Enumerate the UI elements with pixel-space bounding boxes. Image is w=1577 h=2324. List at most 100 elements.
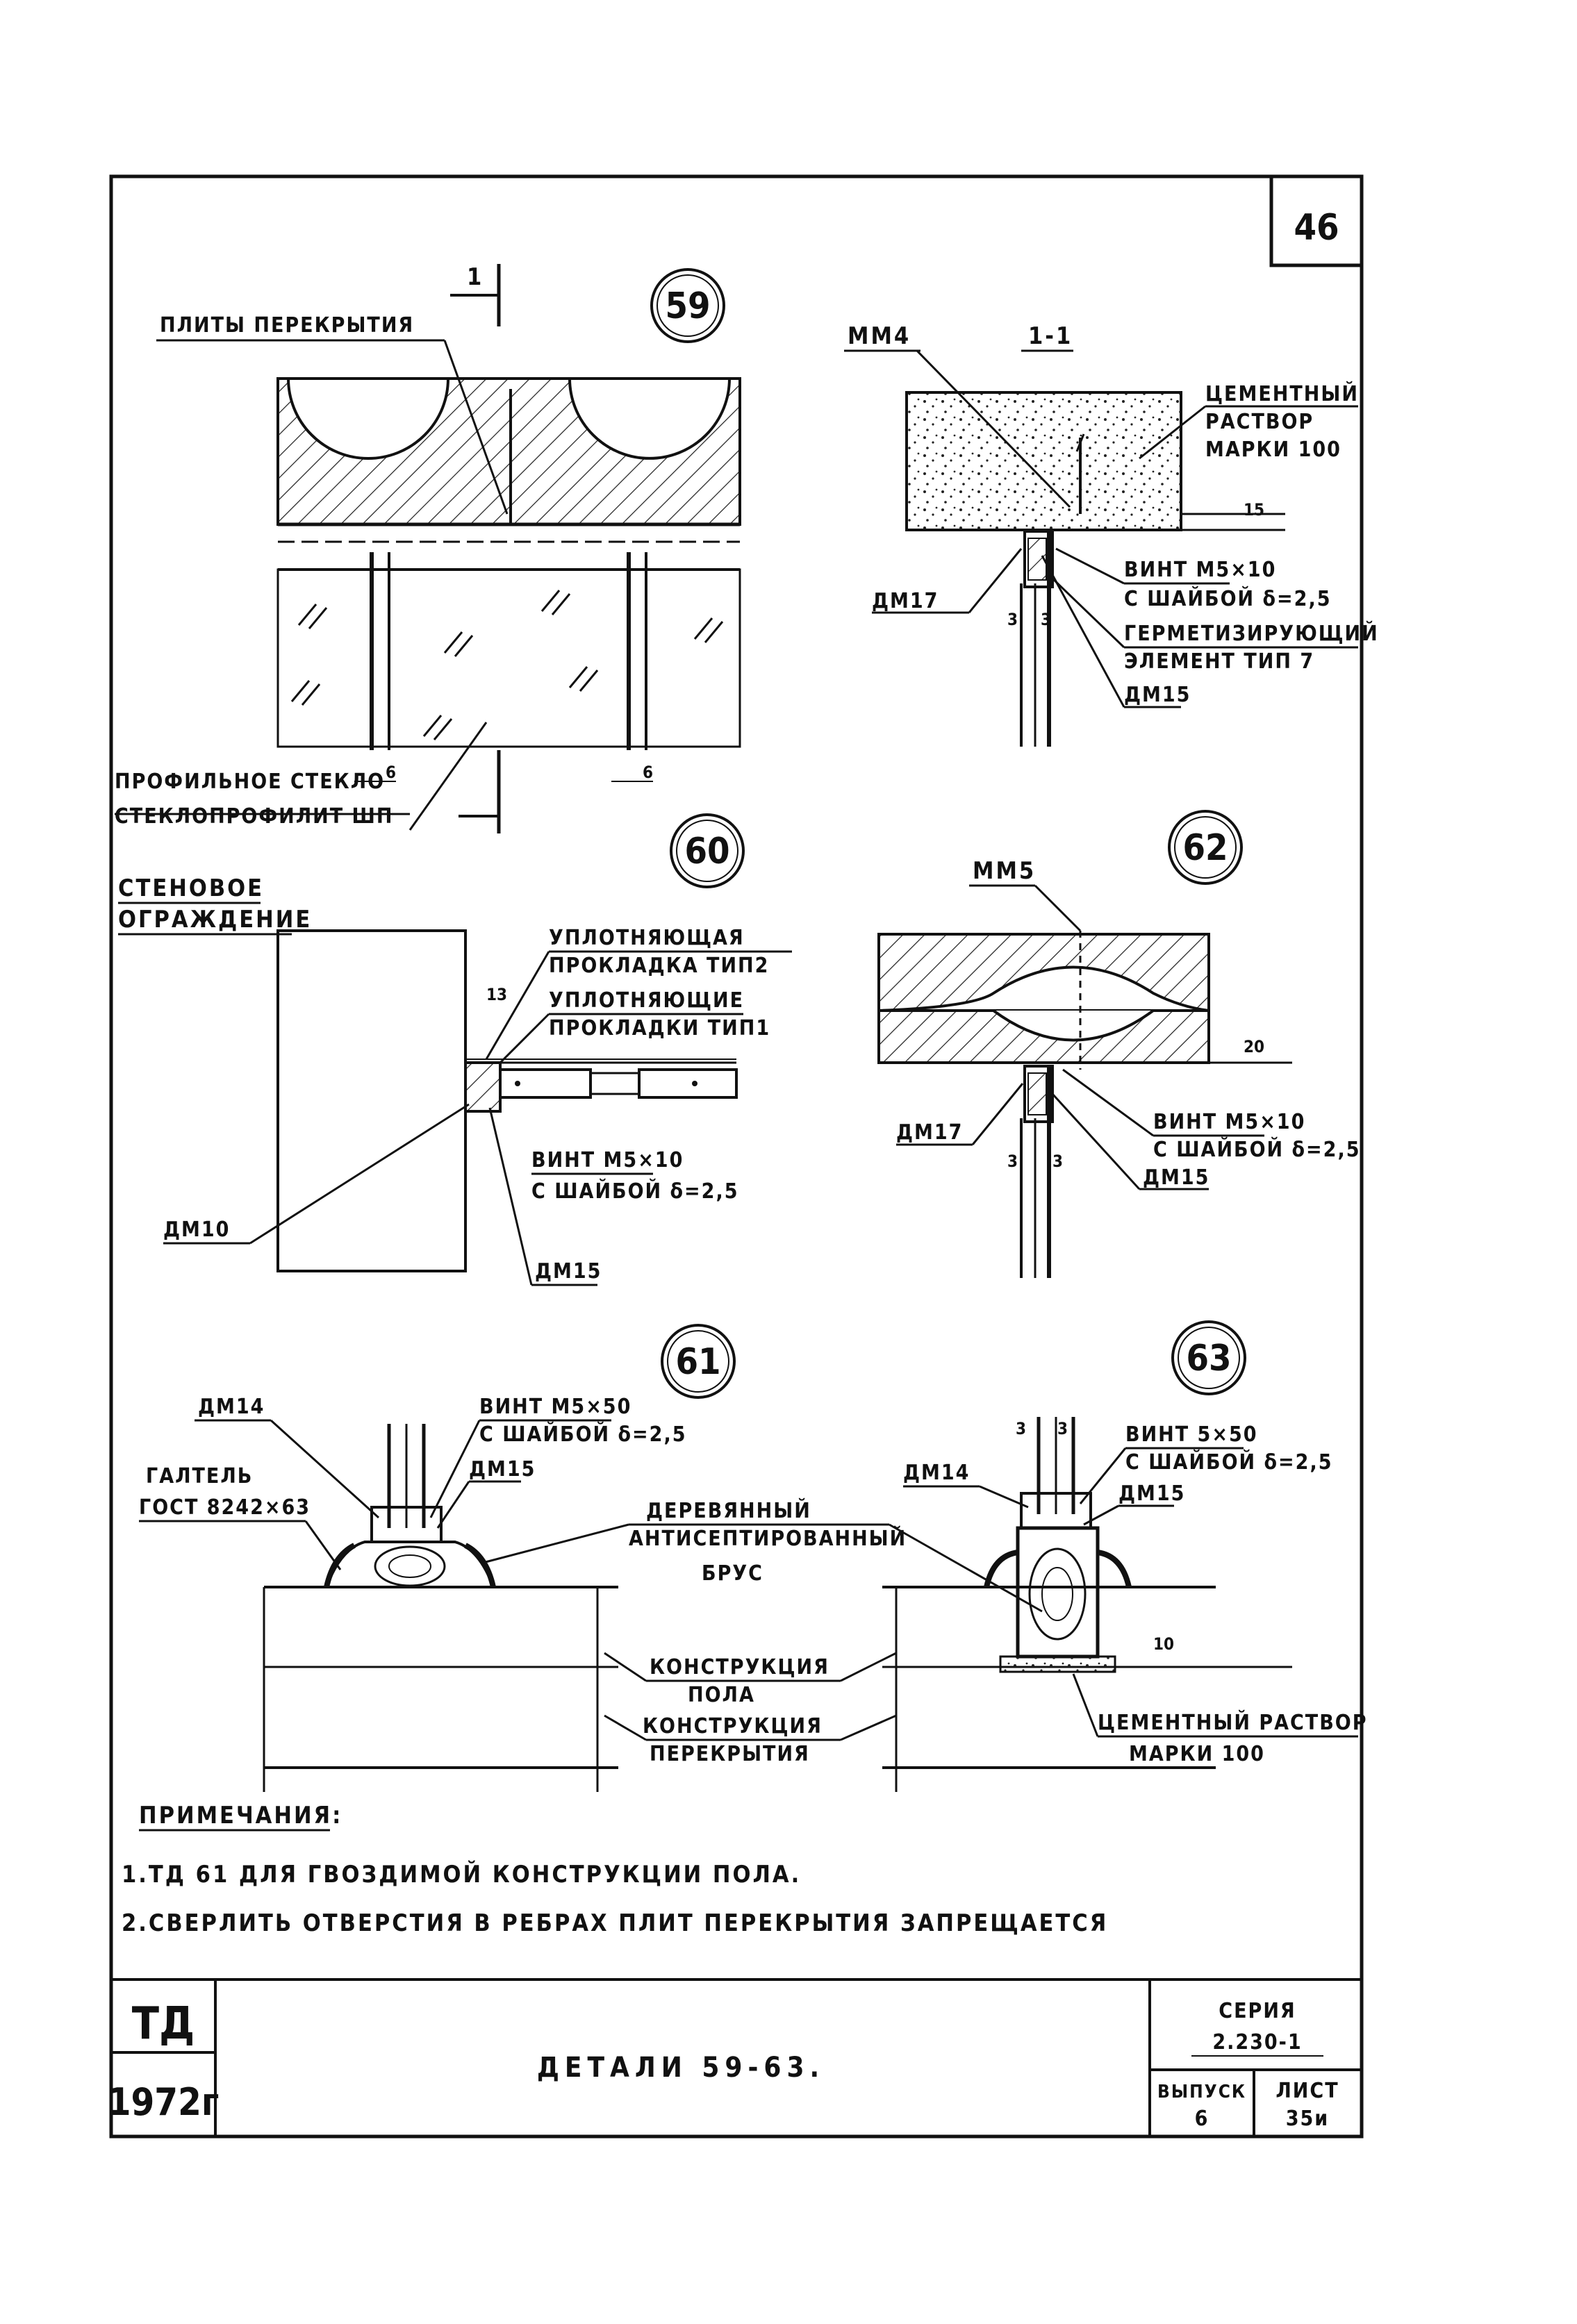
label-seal-1: ГЕРМЕТИЗИРУЮЩИЙ <box>1124 621 1379 646</box>
dim-63-b: 3 <box>1057 1419 1068 1438</box>
detail-59-number: 59 <box>665 285 710 327</box>
detail-62: 62 ММ5 20 ДМ17 3 3 ВИНТ М5×10 С ШАЙБОЙ δ… <box>877 810 1360 1278</box>
sheet-label: ЛИСТ <box>1275 2079 1339 2103</box>
detail-60: 60 СТЕНОВОЕ ОГРАЖДЕНИЕ УПЛОТНЯЮЩАЯ ПРОКЛ… <box>118 813 792 1286</box>
label-screw-63: ВИНТ 5×50 <box>1125 1422 1258 1447</box>
label-screw-60: ВИНТ М5×10 <box>531 1148 684 1172</box>
label-cement-63-1: ЦЕМЕНТНЫЙ РАСТВОР <box>1098 1710 1368 1735</box>
label-gasket1-2: ПРОКЛАДКИ ТИП1 <box>549 1016 770 1040</box>
title-td: ТД <box>132 1998 195 2050</box>
label-gasket2-1: УПЛОТНЯЮЩАЯ <box>549 926 745 950</box>
label-timber-3: БРУС <box>702 1561 763 1586</box>
label-dm15-60: ДМ15 <box>535 1259 602 1284</box>
label-fillet-61: ГАЛТЕЛЬ <box>146 1464 253 1488</box>
sheet-value: 35и <box>1286 2107 1329 2131</box>
label-cement-3: МАРКИ 100 <box>1205 438 1341 462</box>
label-dm17-62: ДМ17 <box>896 1120 963 1145</box>
detail-60-marker <box>670 813 745 888</box>
label-gasket1-1: УПЛОТНЯЮЩИЕ <box>549 988 744 1013</box>
dim-62-a: 3 <box>1007 1152 1018 1171</box>
dim-60: 13 <box>486 985 507 1004</box>
dm10-profile <box>464 1061 502 1113</box>
dim-62-top: 20 <box>1244 1037 1264 1056</box>
dim-63-side: 10 <box>1153 1634 1174 1654</box>
label-dm15-61: ДМ15 <box>469 1457 536 1481</box>
label-dm15-1-1: ДМ15 <box>1124 683 1191 707</box>
section-1-1: ММ4 1-1 ЦЕМЕНТНЫЙ РАСТВОР МАРКИ 100 15 Д… <box>844 322 1379 747</box>
label-cement-2: РАСТВОР <box>1205 410 1314 434</box>
dim-59-right: 6 <box>643 763 653 782</box>
detail-62-number: 62 <box>1182 827 1228 869</box>
dim-62-b: 3 <box>1052 1152 1063 1171</box>
detail-59: 59 1 ПЛИТЫ ПЕРЕКРЫТИЯ <box>115 263 741 833</box>
page-number-box: 46 <box>1269 174 1364 267</box>
wall-enclosure <box>276 929 467 1272</box>
label-screw-62: ВИНТ М5×10 <box>1153 1110 1305 1134</box>
dim-59-left: 6 <box>386 763 396 782</box>
label-timber-1: ДЕРЕВЯННЫЙ <box>646 1498 811 1523</box>
section-mark-top: 1 <box>467 263 484 291</box>
label-cement-63-2: МАРКИ 100 <box>1129 1742 1265 1766</box>
label-dm10: ДМ10 <box>163 1218 230 1242</box>
series-label: СЕРИЯ <box>1219 1999 1296 2023</box>
label-mm4: ММ4 <box>848 322 911 350</box>
issue-value: 6 <box>1195 2107 1209 2131</box>
label-seal-2: ЭЛЕМЕНТ ТИП 7 <box>1124 649 1314 674</box>
label-washer-1-1: С ШАЙБОЙ δ=2,5 <box>1124 586 1331 611</box>
detail-60-number: 60 <box>684 831 729 872</box>
dim-63-a: 3 <box>1016 1419 1026 1438</box>
label-timber-2: АНТИСЕПТИРОВАННЫЙ <box>629 1526 907 1551</box>
detail-63-marker <box>1171 1320 1246 1395</box>
label-dm15-63: ДМ15 <box>1118 1481 1185 1506</box>
label-wall-1: СТЕНОВОЕ <box>118 874 264 902</box>
detail-61-marker <box>661 1324 736 1399</box>
label-cement-1: ЦЕМЕНТНЫЙ <box>1205 381 1359 406</box>
label-gost-61: ГОСТ 8242×63 <box>139 1495 311 1520</box>
label-washer-63: С ШАЙБОЙ δ=2,5 <box>1125 1450 1332 1475</box>
notes-heading: ПРИМЕЧАНИЯ: <box>139 1802 342 1829</box>
label-dm14-61: ДМ14 <box>198 1395 265 1419</box>
section-title: 1-1 <box>1028 322 1073 350</box>
profile-dm15 <box>1023 530 1054 588</box>
label-washer-62: С ШАЙБОЙ δ=2,5 <box>1153 1137 1360 1162</box>
note-2: 2.СВЕРЛИТЬ ОТВЕРСТИЯ В РЕБРАХ ПЛИТ ПЕРЕК… <box>122 1909 1108 1937</box>
label-slab-2: ПЕРЕКРЫТИЯ <box>650 1742 810 1766</box>
label-floor-1: КОНСТРУКЦИЯ <box>650 1655 829 1679</box>
detail-61: 61 ДМ14 ГАЛТЕЛЬ ГОСТ 8242×63 ВИНТ М5×50 … <box>139 1324 736 1792</box>
page-number: 46 <box>1294 207 1339 249</box>
label-slabs: ПЛИТЫ ПЕРЕКРЫТИЯ <box>160 313 414 338</box>
label-mm5: ММ5 <box>973 857 1036 885</box>
sheet-title: ДЕТАЛИ 59-63. <box>537 2052 825 2084</box>
series-value: 2.230-1 <box>1212 2030 1302 2055</box>
label-gasket2-2: ПРОКЛАДКА ТИП2 <box>549 954 769 978</box>
detail-63: 63 3 3 ДМ14 ВИНТ 5×50 С ШАЙБОЙ δ=2,5 ДМ1… <box>882 1320 1368 1792</box>
title-year: 1972г <box>108 2080 220 2124</box>
label-dm15-62: ДМ15 <box>1143 1165 1209 1190</box>
label-wall-2: ОГРАЖДЕНИЕ <box>118 906 312 933</box>
label-screw-61: ВИНТ М5×50 <box>479 1395 631 1419</box>
notes: ПРИМЕЧАНИЯ: 1.ТД 61 ДЛЯ ГВОЗДИМОЙ КОНСТР… <box>122 1802 1108 1937</box>
detail-62-marker <box>1168 810 1243 885</box>
detail-61-number: 61 <box>675 1341 720 1383</box>
issue-label: ВЫПУСК <box>1157 2082 1246 2102</box>
detail-59-marker <box>650 268 725 343</box>
label-floor-2: ПОЛА <box>688 1683 755 1707</box>
note-1: 1.ТД 61 ДЛЯ ГВОЗДИМОЙ КОНСТРУКЦИИ ПОЛА. <box>122 1860 801 1889</box>
label-screw-1-1: ВИНТ М5×10 <box>1124 558 1276 582</box>
dim-1-1-b: 3 <box>1041 610 1051 629</box>
label-washer-61: С ШАЙБОЙ δ=2,5 <box>479 1422 686 1447</box>
dim-1-1-a: 3 <box>1007 610 1018 629</box>
dim-1-1-top: 15 <box>1244 500 1264 520</box>
detail-63-number: 63 <box>1186 1338 1231 1379</box>
label-slab-1: КОНСТРУКЦИЯ <box>643 1714 823 1738</box>
label-profile-glass: ПРОФИЛЬНОЕ СТЕКЛО <box>115 770 385 794</box>
label-dm17: ДМ17 <box>872 589 939 613</box>
label-glass-profilite: СТЕКЛОПРОФИЛИТ ШП <box>115 804 393 829</box>
label-dm14-63: ДМ14 <box>903 1461 970 1485</box>
label-washer-60: С ШАЙБОЙ δ=2,5 <box>531 1179 738 1204</box>
cement-mortar-block <box>905 391 1182 531</box>
title-block: ТД 1972г ДЕТАЛИ 59-63. СЕРИЯ 2.230-1 ВЫП… <box>108 1978 1362 2136</box>
shared-labels: ДЕРЕВЯННЫЙ АНТИСЕПТИРОВАННЫЙ БРУС КОНСТР… <box>482 1498 1043 1766</box>
